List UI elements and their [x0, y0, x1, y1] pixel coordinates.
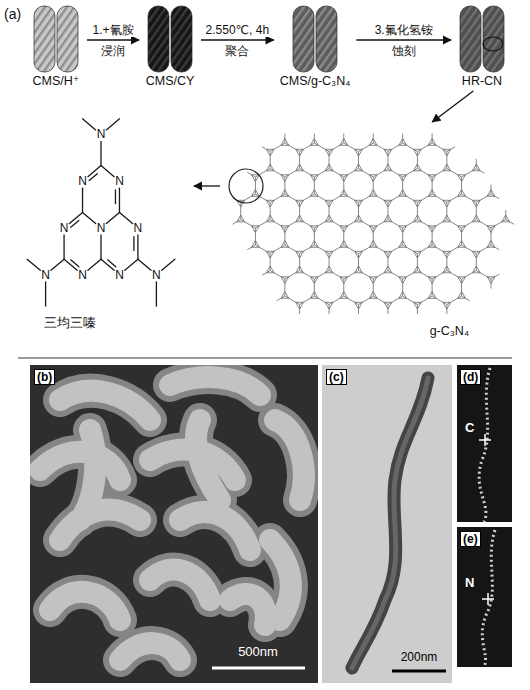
molecule-structure: 三均三嗪 N N N N N N N N N N: [10, 116, 192, 331]
panel-label: (a): [4, 6, 21, 23]
rod-illustration: [145, 4, 195, 74]
rod-illustration: [31, 4, 81, 74]
step-label: 1.+氰胺: [90, 23, 135, 37]
step-label: 3.氟化氢铵: [373, 23, 435, 37]
node-label: CMS/g-C₃N₄: [276, 74, 355, 89]
sample-rods: HR-CN: [453, 4, 511, 89]
element-label: C: [465, 420, 474, 436]
sample-rods: CMS/CY: [141, 4, 199, 89]
step-label: 浸润: [99, 44, 127, 58]
arrow-connector: [87, 39, 139, 40]
arrow-connector: [201, 39, 274, 40]
network-illustration: [222, 124, 514, 324]
element-label: N: [465, 575, 474, 591]
molecule-illustration: [10, 116, 192, 316]
sample-rods: CMS/g-C₃N₄: [276, 4, 355, 89]
step-label: 聚合: [223, 44, 251, 58]
carbon-map: [457, 365, 512, 522]
arrow-connector: [194, 185, 220, 186]
atom-label: N: [115, 269, 124, 281]
atom-label: N: [97, 222, 106, 234]
atom-label: N: [78, 175, 87, 187]
scale-label: 500nm: [236, 644, 280, 660]
panel-label: (c): [326, 369, 347, 385]
rod-illustration: [457, 4, 507, 74]
step-label: 蚀刻: [390, 44, 418, 58]
scale-label: 200nm: [399, 650, 440, 664]
arrow-connector: [356, 39, 451, 40]
node-label: g-C₃N₄: [222, 324, 514, 339]
step-label: 2.550℃, 4h: [204, 23, 272, 37]
panel-label: (e): [460, 531, 481, 547]
network-sheet: g-C₃N₄: [222, 124, 514, 339]
atom-label: N: [152, 269, 161, 281]
atom-label: N: [60, 222, 69, 234]
node-label: HR-CN: [453, 74, 511, 89]
tem-image: [322, 365, 452, 683]
sem-image: [30, 365, 318, 683]
separator-line: [18, 358, 512, 359]
atom-label: N: [41, 269, 50, 281]
panel-label: (b): [34, 369, 55, 385]
node-label: 三均三嗪: [10, 316, 192, 331]
atom-label: N: [134, 222, 143, 234]
atom-label: N: [97, 128, 106, 140]
node-label: CMS/CY: [141, 74, 199, 89]
rod-illustration: [290, 4, 340, 74]
sample-rods: CMS/H⁺: [27, 4, 85, 89]
panel-label: (d): [460, 369, 481, 385]
nitrogen-map: [457, 527, 512, 667]
node-label: CMS/H⁺: [27, 74, 85, 89]
arrow-connector: [432, 91, 473, 122]
atom-label: N: [115, 175, 124, 187]
atom-label: N: [78, 269, 87, 281]
